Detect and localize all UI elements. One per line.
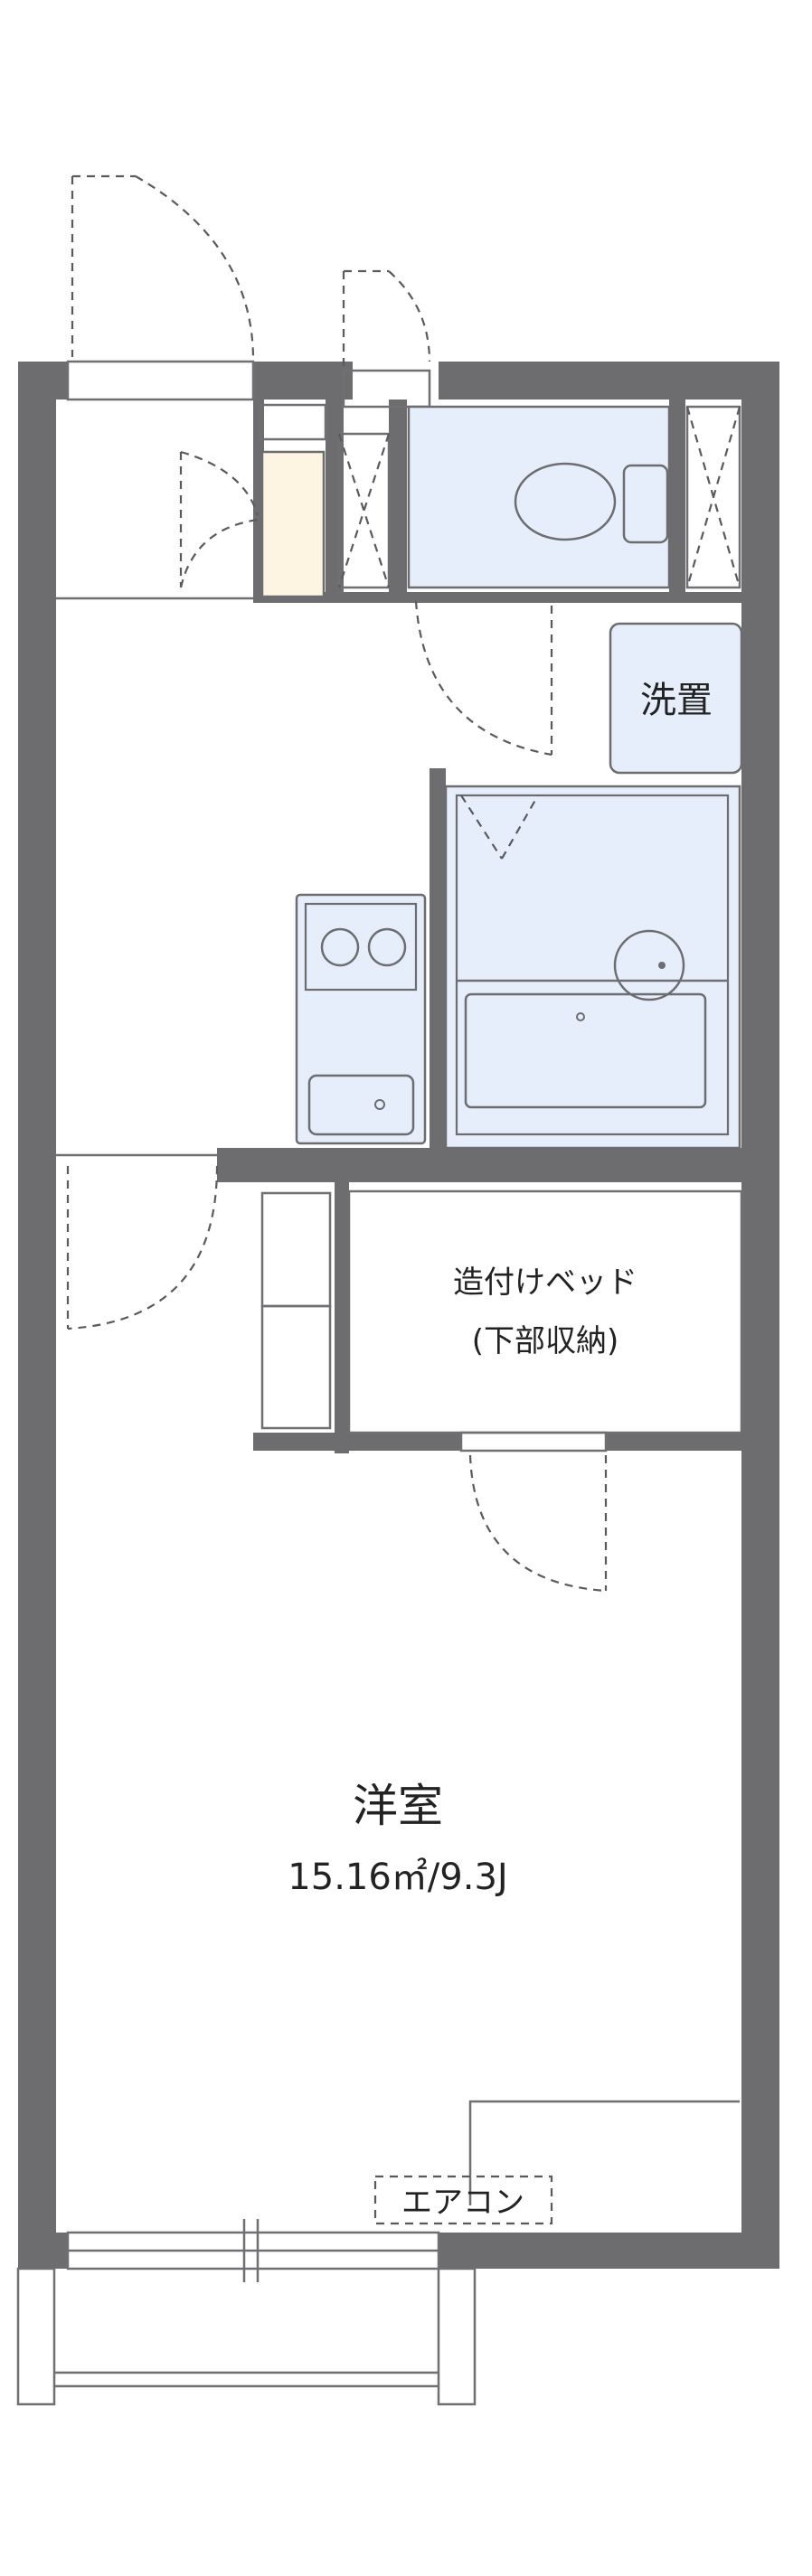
exterior-walls	[18, 360, 779, 2269]
bathroom	[444, 785, 741, 1150]
aircon-label: エアコン	[401, 2185, 524, 2221]
laundry-label: 洗置	[640, 680, 713, 721]
shoe-cabinet	[179, 403, 327, 598]
stove-burner-left	[320, 927, 360, 967]
entrance-door	[71, 174, 255, 361]
western-room: 洋室 15.16㎡/9.3J	[288, 1780, 507, 1898]
kitchen-unit	[295, 893, 427, 1145]
pipe-space-right	[685, 405, 741, 589]
kitchen-sink	[307, 1074, 415, 1136]
toilet-room	[407, 405, 671, 757]
interior-walls	[56, 400, 741, 1453]
room-area: 15.16㎡/9.3J	[288, 1857, 507, 1898]
air-conditioner: エアコン	[373, 2100, 740, 2225]
closet	[260, 1191, 332, 1430]
room-name: 洋室	[353, 1780, 443, 1832]
bed-label-line2: (下部収納)	[472, 1323, 619, 1359]
pipe-space-left	[337, 432, 391, 589]
balcony-window	[66, 2219, 440, 2282]
room-door	[66, 1165, 219, 1330]
toilet-door	[342, 269, 431, 409]
bed-label-line1: 造付けベッド	[453, 1264, 637, 1301]
built-in-bed: 造付けベッド (下部収納)	[347, 1189, 743, 1593]
balcony	[16, 2267, 477, 2406]
stove-burner-right	[367, 927, 407, 967]
laundry-space: 洗置	[609, 622, 743, 775]
